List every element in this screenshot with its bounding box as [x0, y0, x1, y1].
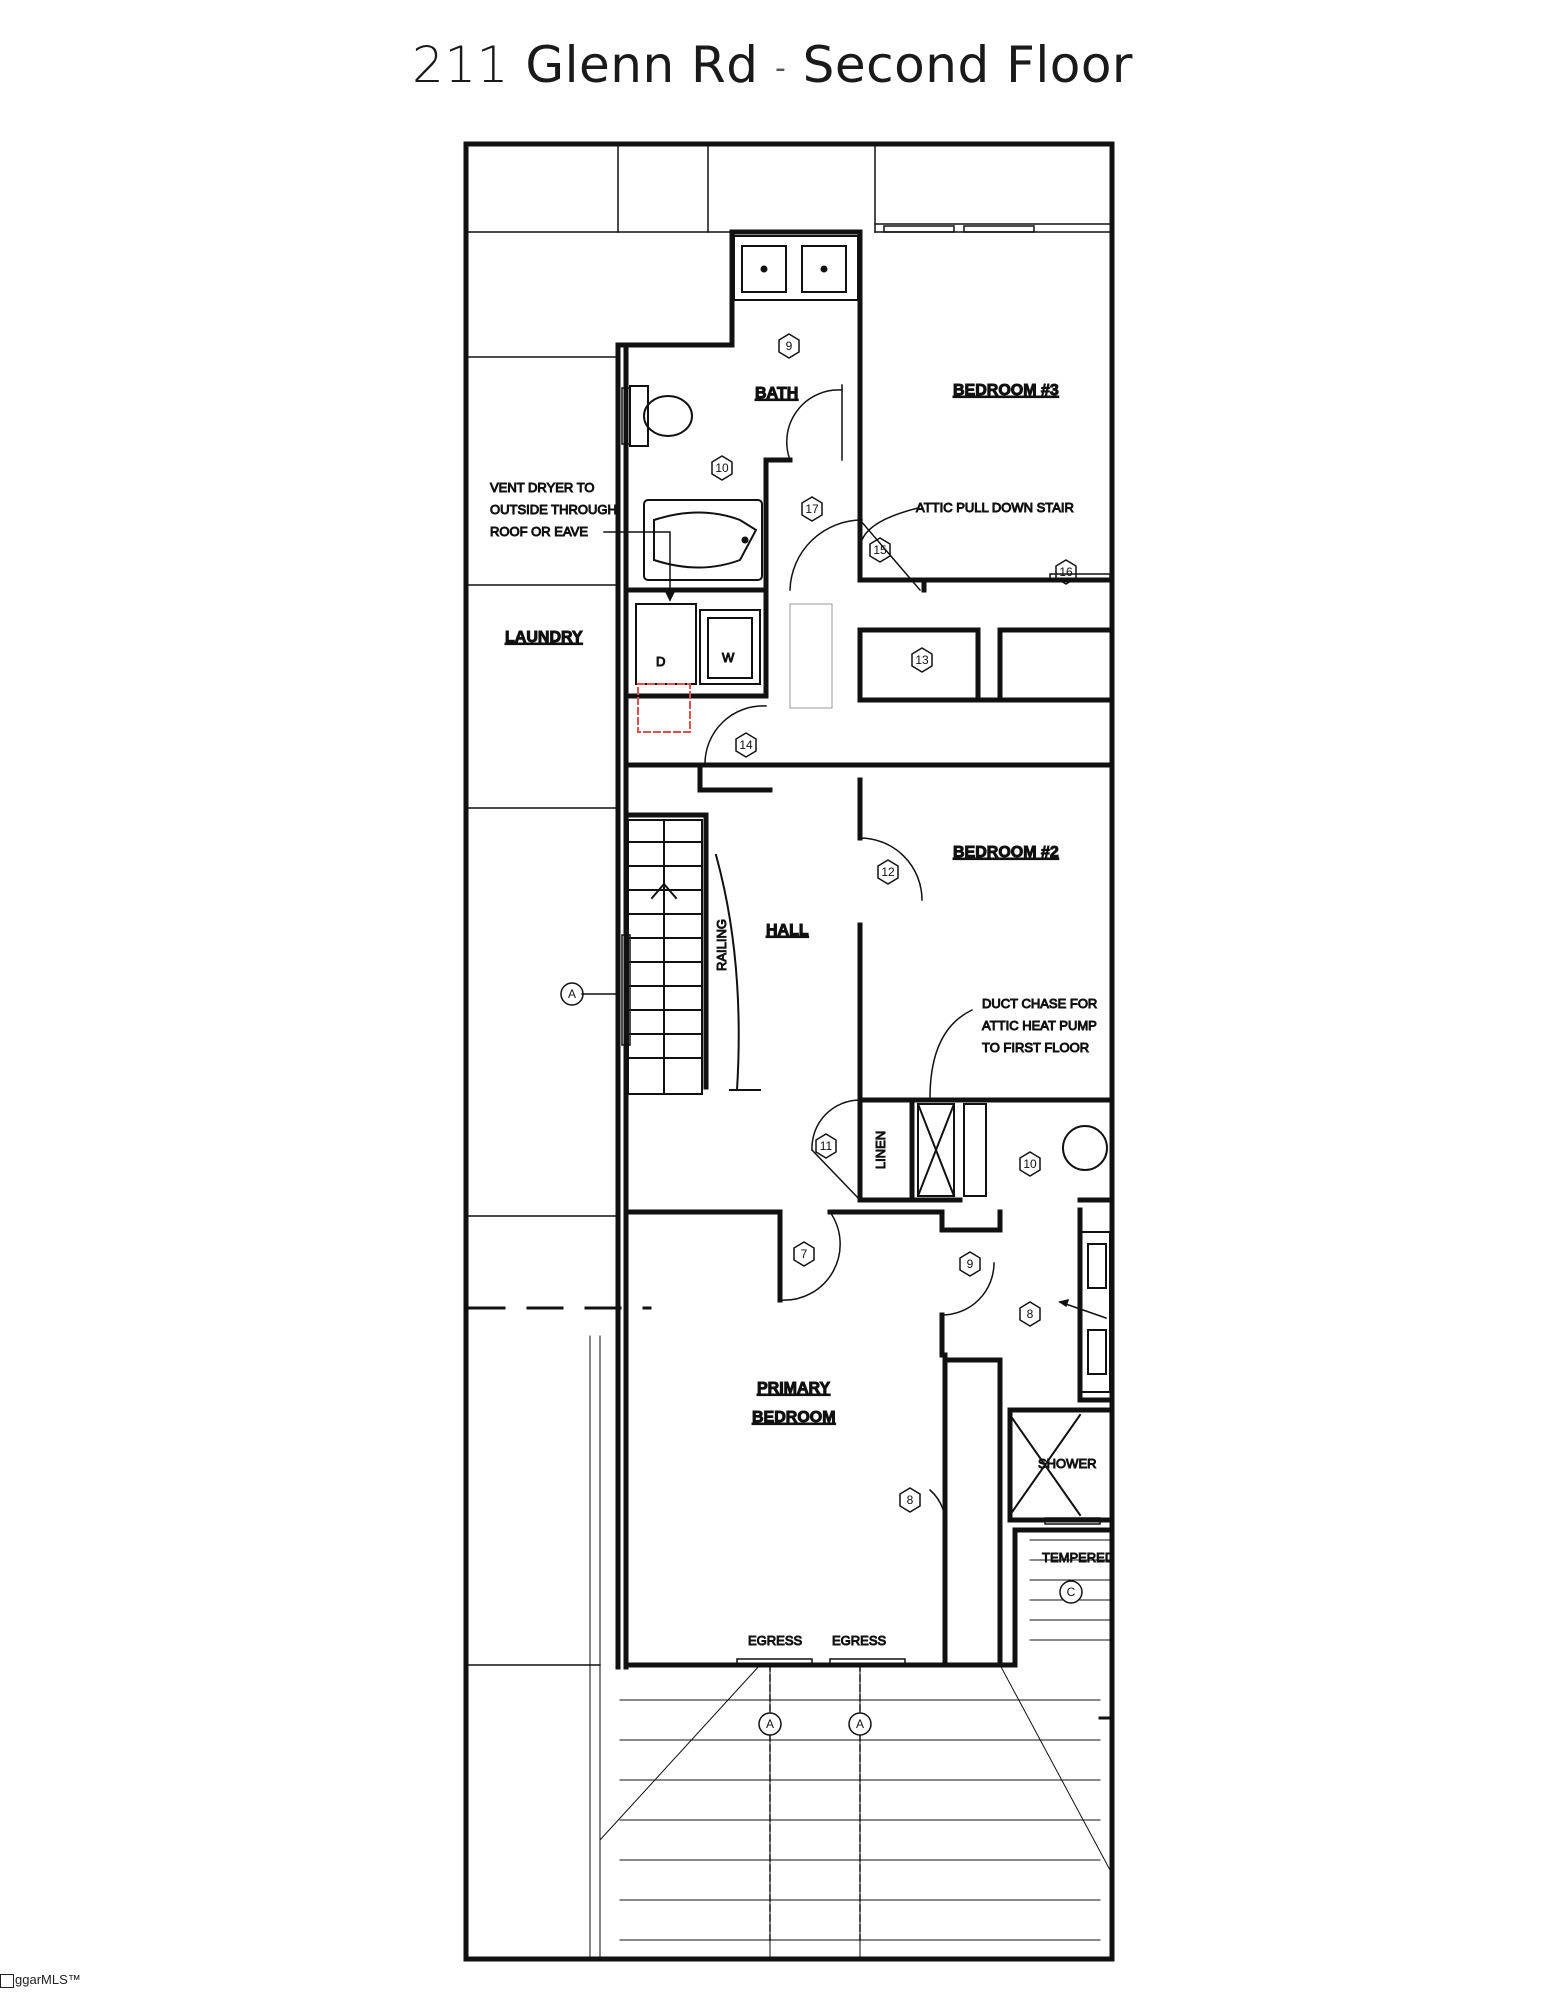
label-shower: SHOWER — [1038, 1456, 1097, 1471]
door-tag-8b: 8 — [907, 1493, 914, 1507]
drawing-frame — [463, 141, 1115, 1962]
fixtures — [629, 235, 1111, 1517]
door-tag-11: 11 — [820, 1139, 833, 1153]
section-tag-c1: C — [1067, 1585, 1076, 1599]
note-egress-1: EGRESS — [748, 1633, 803, 1648]
mls-watermark: ggarMLS™ — [0, 1972, 81, 1988]
door-tag-8a: 8 — [1027, 1307, 1034, 1321]
label-washer: W — [722, 650, 735, 665]
note-vent-line2: OUTSIDE THROUGH — [490, 502, 617, 517]
door-tags: 9 10 17 15 16 13 14 12 11 10 7 9 8 8 — [711, 333, 1077, 1513]
label-bath: BATH — [755, 385, 798, 402]
note-egress-2: EGRESS — [832, 1633, 887, 1648]
door-tag-12: 12 — [881, 865, 895, 879]
label-railing: RAILING — [714, 919, 729, 971]
title-address-number: 211 — [412, 36, 509, 94]
windows — [621, 225, 1111, 1666]
note-vent-line3: ROOF OR EAVE — [490, 524, 588, 539]
label-primary-line1: PRIMARY — [757, 1380, 831, 1397]
note-vent-line1: VENT DRYER TO — [490, 480, 595, 495]
label-linen: LINEN — [873, 1131, 888, 1169]
note-duct-line1: DUCT CHASE FOR — [982, 996, 1097, 1011]
title-separator: - — [774, 51, 787, 86]
door-tag-15: 15 — [873, 543, 887, 557]
page-title: 211 Glenn Rd - Second Floor — [0, 36, 1545, 94]
label-bedroom-3: BEDROOM #3 — [953, 382, 1059, 399]
label-bedroom-2: BEDROOM #2 — [953, 844, 1059, 861]
title-floor: Second Floor — [802, 36, 1133, 94]
section-tag-a1: A — [568, 987, 576, 1001]
stair — [627, 819, 761, 1095]
label-laundry: LAUNDRY — [505, 629, 583, 646]
title-street: Glenn Rd — [525, 36, 759, 94]
note-tempered: TEMPERED — [1042, 1550, 1114, 1565]
door-tag-16: 16 — [1059, 565, 1073, 579]
house-icon — [0, 1973, 14, 1988]
note-duct-line2: ATTIC HEAT PUMP — [982, 1018, 1097, 1033]
note-attic-stair: ATTIC PULL DOWN STAIR — [916, 500, 1074, 515]
note-duct-line3: TO FIRST FLOOR — [982, 1040, 1089, 1055]
door-tag-17: 17 — [805, 502, 819, 516]
door-tag-10b: 10 — [1023, 1157, 1037, 1171]
section-tags: A A A C — [560, 982, 1083, 1941]
door-tag-10a: 10 — [715, 461, 729, 475]
door-swings — [704, 384, 995, 1531]
door-tag-14: 14 — [739, 738, 753, 752]
section-tag-a2: A — [766, 1717, 774, 1731]
watermark-text: ggarMLS™ — [15, 1972, 81, 1987]
door-tag-9b: 9 — [967, 1257, 974, 1271]
label-primary-line2: BEDROOM — [752, 1409, 836, 1426]
section-tag-a3: A — [856, 1717, 864, 1731]
label-hall: HALL — [766, 922, 809, 939]
context-lines — [467, 145, 1111, 1666]
door-tag-9a: 9 — [786, 339, 793, 353]
door-tag-7: 7 — [801, 1247, 808, 1261]
door-tag-13: 13 — [915, 653, 929, 667]
walls — [615, 229, 1113, 1670]
leader-lines — [603, 507, 1112, 1720]
label-dryer: D — [656, 654, 665, 669]
